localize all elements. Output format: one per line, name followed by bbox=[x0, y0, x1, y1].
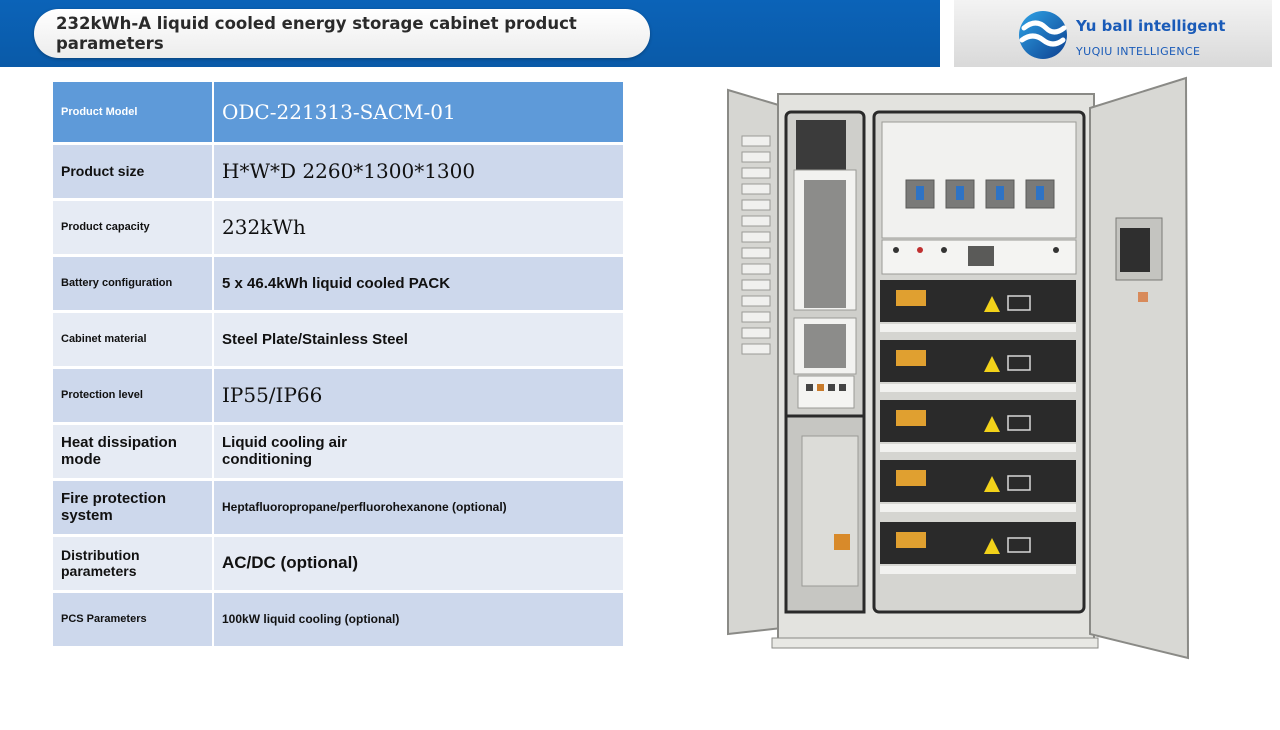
table-row: Product capacity 232kWh bbox=[53, 199, 623, 257]
param-value: 232kWh bbox=[213, 199, 623, 257]
title-pill: 232kWh-A liquid cooled energy storage ca… bbox=[34, 9, 650, 58]
logo-box: Yu ball intelligent YUQIU INTELLIGENCE bbox=[954, 0, 1272, 67]
param-label: Battery configuration bbox=[53, 255, 214, 313]
param-label: PCS Parameters bbox=[53, 591, 214, 649]
table-row: PCS Parameters 100kW liquid cooling (opt… bbox=[53, 591, 623, 649]
param-label: Product size bbox=[53, 143, 214, 201]
logo-subtitle: YUQIU INTELLIGENCE bbox=[1076, 45, 1201, 58]
param-value: H*W*D 2260*1300*1300 bbox=[213, 143, 623, 201]
param-label: Heat dissipation mode bbox=[53, 423, 214, 481]
table-row: Heat dissipation mode Liquid cooling air… bbox=[53, 423, 623, 481]
param-value: AC/DC (optional) bbox=[213, 535, 623, 593]
parameter-table: Product Model ODC-221313-SACM-01 Product… bbox=[53, 82, 623, 649]
param-label: Distribution parameters bbox=[53, 535, 214, 593]
param-value: ODC-221313-SACM-01 bbox=[213, 82, 623, 145]
table-row: Distribution parameters AC/DC (optional) bbox=[53, 535, 623, 593]
param-label: Protection level bbox=[53, 367, 214, 425]
table-row: Cabinet material Steel Plate/Stainless S… bbox=[53, 311, 623, 369]
table-row: Product size H*W*D 2260*1300*1300 bbox=[53, 143, 623, 201]
param-value: 5 x 46.4kWh liquid cooled PACK bbox=[213, 255, 623, 313]
param-value: Steel Plate/Stainless Steel bbox=[213, 311, 623, 369]
param-label: Cabinet material bbox=[53, 311, 214, 369]
param-value: Liquid cooling air conditioning bbox=[213, 423, 623, 481]
yuqiu-logo-icon bbox=[1019, 11, 1067, 59]
param-value: IP55/IP66 bbox=[213, 367, 623, 425]
param-value: Heptafluoropropane/perfluorohexanone (op… bbox=[213, 479, 623, 537]
param-label: Product Model bbox=[53, 82, 214, 145]
table-row: Battery configuration 5 x 46.4kWh liquid… bbox=[53, 255, 623, 313]
table-row: Fire protection system Heptafluoropropan… bbox=[53, 479, 623, 537]
param-label: Product capacity bbox=[53, 199, 214, 257]
param-label: Fire protection system bbox=[53, 479, 214, 537]
energy-storage-cabinet-illustration bbox=[727, 76, 1190, 660]
table-row-product-model: Product Model ODC-221313-SACM-01 bbox=[53, 82, 623, 145]
page-title: 232kWh-A liquid cooled energy storage ca… bbox=[56, 13, 577, 53]
param-value: 100kW liquid cooling (optional) bbox=[213, 591, 623, 649]
header-band: 232kWh-A liquid cooled energy storage ca… bbox=[0, 0, 940, 67]
table-row: Protection level IP55/IP66 bbox=[53, 367, 623, 425]
logo-name: Yu ball intelligent bbox=[1076, 17, 1226, 35]
